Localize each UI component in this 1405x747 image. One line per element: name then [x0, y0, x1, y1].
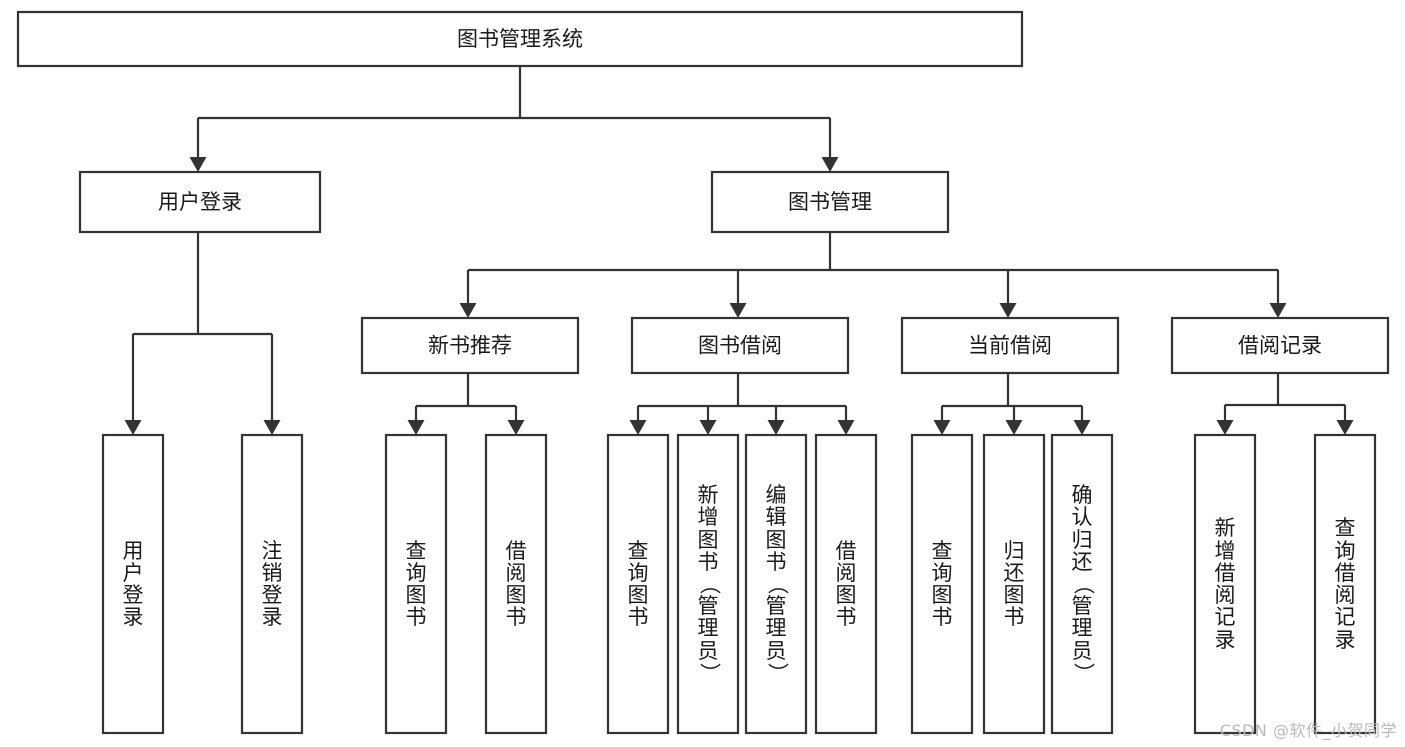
- arrow-head: [767, 420, 785, 435]
- node-label-undefined: 图书管理系统: [457, 27, 583, 51]
- node-box-leaf-book-edit[interactable]: [744, 433, 808, 735]
- node-box-leaf-cur-return[interactable]: [982, 433, 1046, 735]
- arrow-head: [459, 303, 477, 318]
- node-label-book-borrow: 图书借阅: [698, 334, 782, 358]
- arrow-head: [263, 420, 281, 435]
- node-box-borrow-record[interactable]: [1170, 316, 1390, 375]
- arrow-head: [999, 303, 1017, 318]
- node-box-leaf-cur-query[interactable]: [910, 433, 974, 735]
- node-box-leaf-book-add[interactable]: [676, 433, 740, 735]
- node-box-book-manage[interactable]: [710, 170, 950, 234]
- arrow-head: [699, 420, 717, 435]
- arrow-head: [1005, 420, 1023, 435]
- arrow-head: [407, 420, 425, 435]
- arrow-head: [1073, 420, 1091, 435]
- node-box-leaf-rec-query[interactable]: [384, 433, 448, 735]
- arrow-head: [189, 157, 207, 172]
- node-label-book-manage: 图书管理: [788, 190, 872, 214]
- node-label-current-borrow: 当前借阅: [968, 334, 1052, 358]
- arrow-head: [124, 420, 142, 435]
- node-box-book-borrow[interactable]: [630, 316, 850, 375]
- node-box-undefined[interactable]: [16, 10, 1024, 68]
- node-box-leaf-user-login[interactable]: [101, 433, 165, 735]
- node-label-new-book-rec: 新书推荐: [428, 334, 512, 358]
- node-box-leaf-borrow-query[interactable]: [606, 433, 670, 735]
- arrow-head: [933, 420, 951, 435]
- node-box-user-login[interactable]: [78, 170, 322, 234]
- arrow-head: [837, 420, 855, 435]
- node-box-leaf-rec-add[interactable]: [1193, 433, 1257, 735]
- node-label-user-login: 用户登录: [158, 190, 242, 214]
- node-box-leaf-book-borrow[interactable]: [814, 433, 878, 735]
- arrow-head: [821, 157, 839, 172]
- node-label-borrow-record: 借阅记录: [1238, 334, 1322, 358]
- watermark-credit: CSDN @软件_小贺同学: [1219, 721, 1397, 740]
- arrow-head: [507, 420, 525, 435]
- node-box-leaf-cur-confirm[interactable]: [1050, 433, 1114, 735]
- arrow-head: [1336, 420, 1354, 435]
- arrow-head: [729, 303, 747, 318]
- node-box-leaf-rec-query2[interactable]: [1313, 433, 1377, 735]
- connector-layer: [124, 66, 1354, 435]
- arrow-head: [1216, 420, 1234, 435]
- node-box-new-book-rec[interactable]: [360, 316, 580, 375]
- arrow-head: [1269, 303, 1287, 318]
- arrow-head: [629, 420, 647, 435]
- node-box-leaf-rec-borrow[interactable]: [484, 433, 548, 735]
- node-box-leaf-user-logout[interactable]: [240, 433, 304, 735]
- node-box-current-borrow[interactable]: [900, 316, 1120, 375]
- box-layer: [16, 10, 1390, 735]
